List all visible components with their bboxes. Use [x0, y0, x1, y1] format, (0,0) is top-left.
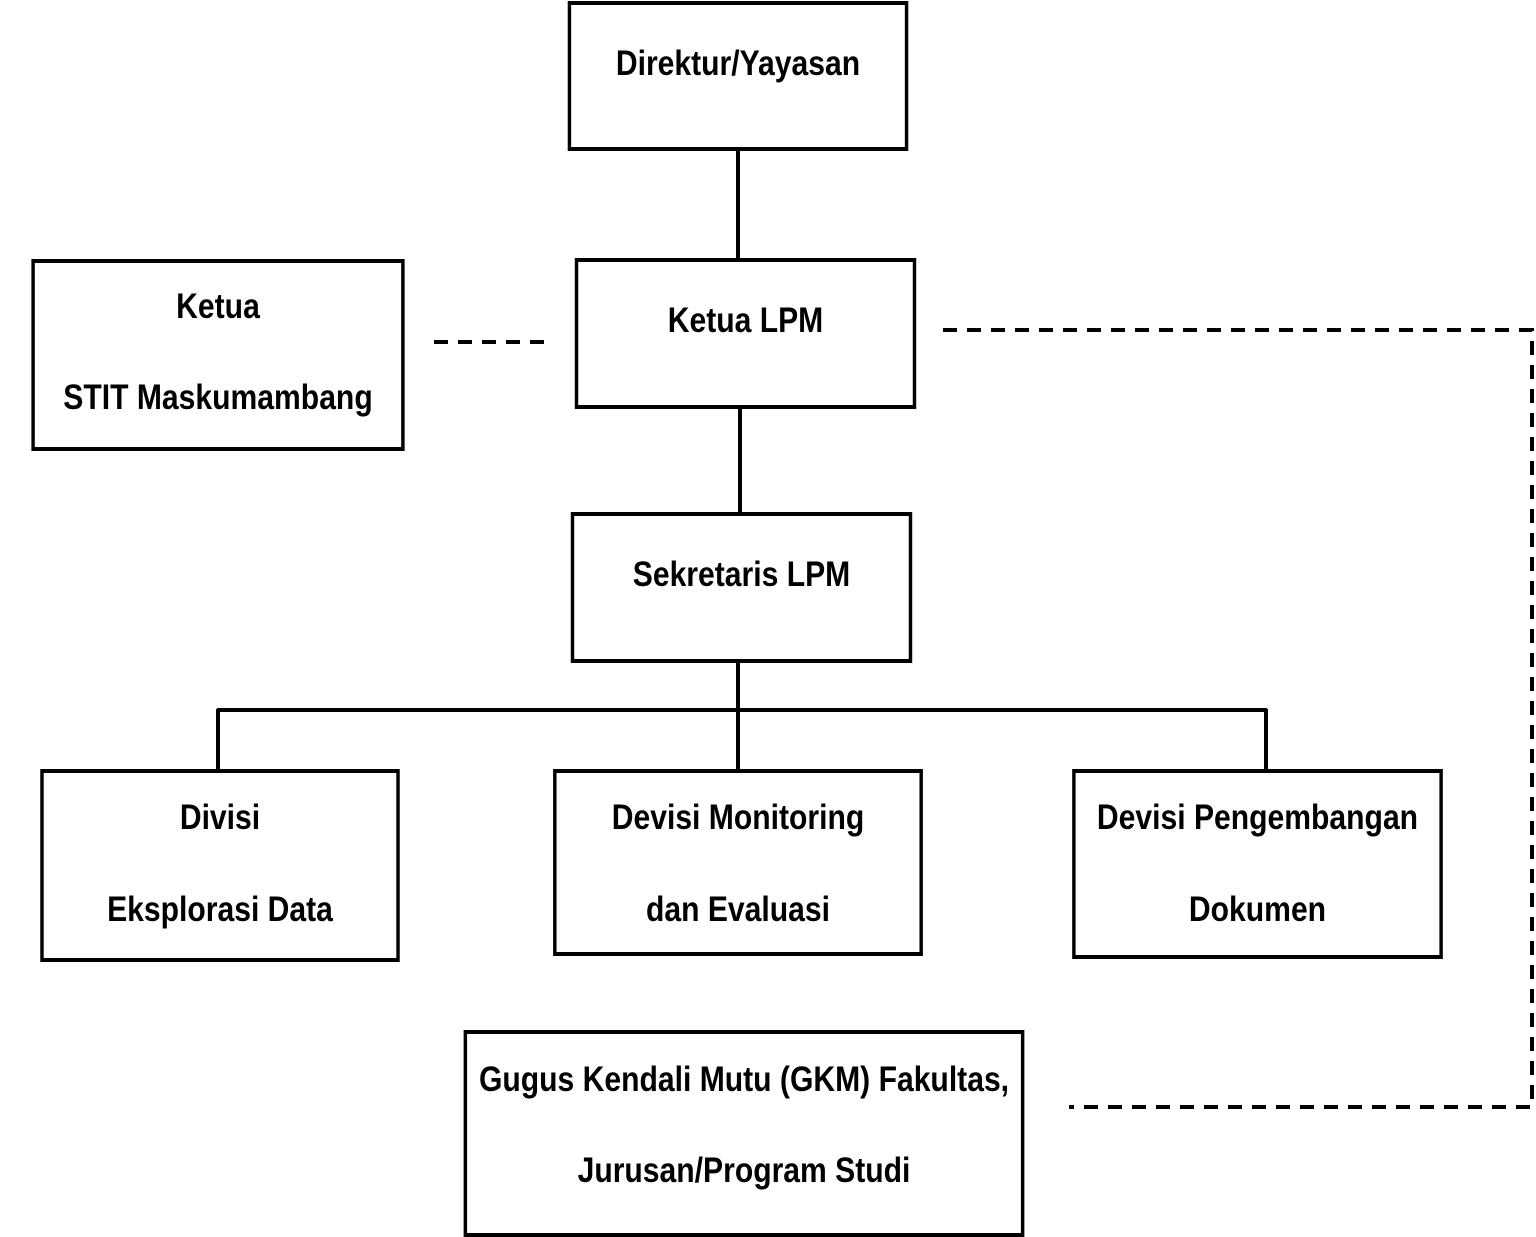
node-divisi-eksplorasi-data: Divisi Eksplorasi Data [40, 769, 400, 962]
node-direktur-label: Direktur/Yayasan [615, 44, 861, 83]
node-divisi-eksplorasi-line2: Eksplorasi Data [107, 890, 333, 929]
node-gkm-line2: Jurusan/Program Studi [577, 1151, 911, 1190]
node-sekretaris-label: Sekretaris LPM [632, 555, 851, 594]
node-gkm-line1: Gugus Kendali Mutu (GKM) Fakultas, [478, 1060, 1010, 1099]
dashed-link-ketua-lpm-to-gkm [943, 328, 1534, 1109]
node-ketua-lpm: Ketua LPM [574, 258, 917, 409]
node-devisi-monitoring-evaluasi: Devisi Monitoring dan Evaluasi [553, 769, 923, 956]
node-sekretaris-lpm: Sekretaris LPM [570, 512, 913, 663]
node-divisi-dokumen-line2: Dokumen [1188, 890, 1327, 929]
node-ketua-lpm-label: Ketua LPM [667, 301, 824, 340]
node-direktur-yayasan: Direktur/Yayasan [567, 1, 909, 151]
node-divisi-eksplorasi-line1: Divisi [179, 798, 261, 837]
node-gugus-kendali-mutu: Gugus Kendali Mutu (GKM) Fakultas, Jurus… [463, 1030, 1025, 1237]
node-ketua-stit: Ketua STIT Maskumambang [31, 259, 405, 451]
node-ketua-stit-line1: Ketua [176, 287, 260, 326]
node-divisi-monev-line2: dan Evaluasi [645, 890, 831, 929]
node-ketua-stit-line2: STIT Maskumambang [63, 378, 373, 417]
node-divisi-monev-line1: Devisi Monitoring [611, 798, 865, 837]
node-divisi-dokumen-line1: Devisi Pengembangan [1096, 798, 1419, 837]
node-devisi-pengembangan-dokumen: Devisi Pengembangan Dokumen [1072, 769, 1443, 959]
